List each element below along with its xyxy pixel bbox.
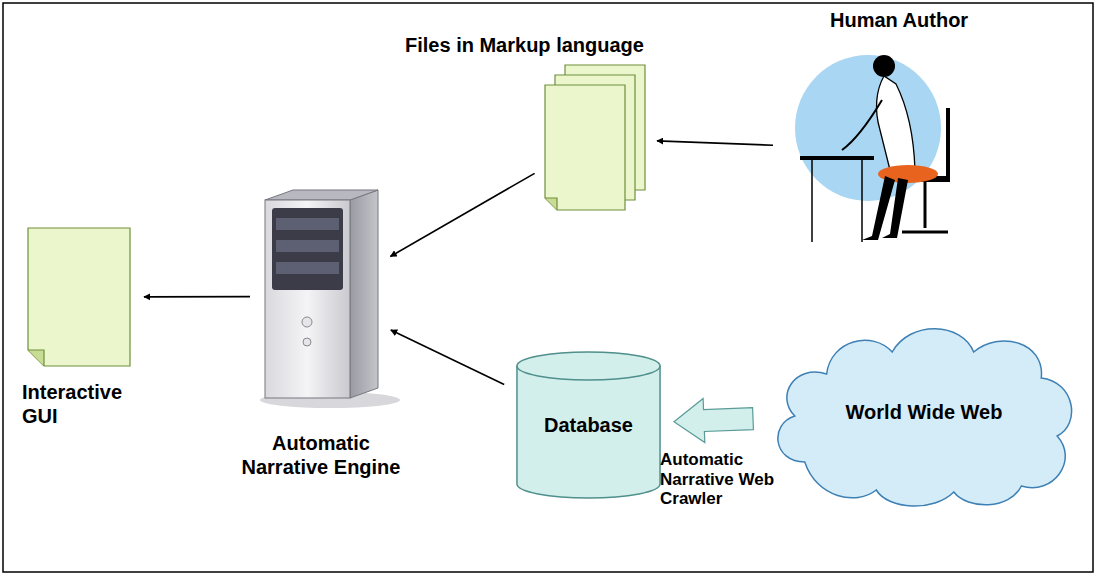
web-cloud: World Wide Web <box>765 312 1083 512</box>
flow-arrow <box>391 330 504 384</box>
server-tower <box>260 190 400 408</box>
caption-label: Automatic Narrative Engine <box>240 431 402 479</box>
database-cylinder: Database <box>515 350 662 500</box>
flow-arrow <box>144 296 250 298</box>
node-label: World Wide Web <box>846 400 1003 424</box>
file-stack: Files in Markup language <box>545 65 645 212</box>
flow-arrow <box>657 141 773 145</box>
flow-arrow <box>390 173 534 256</box>
author-figure <box>795 55 950 242</box>
edge-label: Automatic Narrative Web Crawler <box>660 450 778 509</box>
caption-label: Human Author <box>830 8 968 32</box>
file-stack <box>545 65 645 210</box>
caption-label: Files in Markup language <box>405 33 644 57</box>
caption-label: Interactive GUI <box>22 380 152 428</box>
gui-page: Interactive GUI <box>28 228 132 366</box>
frame <box>3 3 1093 572</box>
crawler-block-arrow <box>674 399 753 443</box>
author-figure: Human Author <box>785 55 1010 245</box>
node-label: Database <box>544 413 633 437</box>
narrative-engine: Automatic Narrative Engine <box>262 188 380 405</box>
gui-page <box>28 228 130 366</box>
edge-label-box: Automatic Narrative Web Crawler <box>660 450 778 509</box>
